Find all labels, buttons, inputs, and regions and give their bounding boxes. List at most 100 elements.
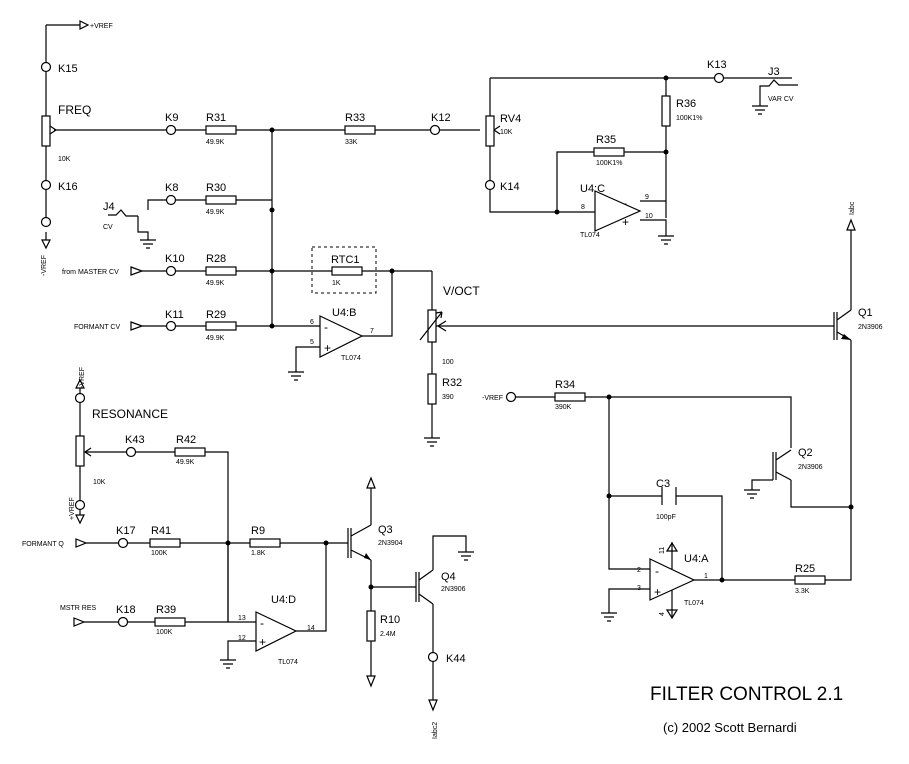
u4b-minus: -: [324, 320, 328, 334]
r34-ref: R34: [555, 379, 575, 391]
k8-label: K8: [165, 182, 178, 194]
master-cv-label: from MASTER CV: [62, 269, 119, 276]
k13-label: K13: [707, 59, 727, 71]
r31-ref: R31: [206, 112, 226, 124]
q1-part: 2N3906: [858, 324, 883, 331]
k18-label: K18: [116, 604, 136, 616]
k15-label: K15: [58, 63, 78, 75]
u4d-pin-out: 14: [307, 625, 315, 632]
q4-part: 2N3906: [441, 586, 466, 593]
r36-ref: R36: [676, 98, 696, 110]
res-val: 10K: [93, 479, 106, 486]
r10-val: 2.4M: [380, 631, 396, 638]
r25-ref: R25: [795, 563, 815, 575]
r30-ref: R30: [206, 182, 226, 194]
r33-val: 33K: [345, 139, 358, 146]
r35-ref: R35: [596, 134, 616, 146]
labels: +VREF K15 FREQ 10K K16 -VREF K9 R31 49.9…: [22, 23, 883, 739]
r34-val: 390K: [555, 404, 572, 411]
capacitor-c3-symbol: [661, 487, 677, 505]
r28-val: 49.9K: [206, 280, 225, 287]
u4a-pin-inv: 2: [637, 567, 641, 574]
u4d-pin-non: 12: [238, 635, 246, 642]
u4a-pin-non: 3: [637, 585, 641, 592]
u4b-part: TL074: [341, 355, 361, 362]
q3-part: 2N3904: [378, 540, 403, 547]
u4b-pin-inv: 6: [310, 319, 314, 326]
u4d-part: TL074: [278, 659, 298, 666]
formant-cv-label: FORMANT CV: [74, 324, 120, 331]
r32-val: 390: [442, 394, 454, 401]
opamp-symbols: [255, 190, 696, 652]
rtc1-val: 1K: [332, 280, 341, 287]
j4-label: J4: [103, 201, 115, 213]
u4b-ref: U4:B: [332, 307, 356, 319]
copyright-notice: (c) 2002 Scott Bernardi: [663, 720, 797, 735]
j3-label: J3: [768, 66, 780, 78]
rv4-val: 10K: [500, 129, 513, 136]
r31-val: 49.9K: [206, 139, 225, 146]
r42-val: 49.9K: [176, 459, 195, 466]
u4c-pin-out: 8: [581, 204, 585, 211]
u4b-pin-out: 7: [370, 328, 374, 335]
rv4-ref: RV4: [500, 113, 521, 125]
resonance-label: RESONANCE: [92, 407, 168, 421]
k17-label: K17: [116, 525, 136, 537]
iabc2-output-label: Iabc2: [432, 722, 439, 739]
u4a-pin-vp: 11: [659, 547, 666, 554]
k10-label: K10: [165, 253, 185, 265]
r34-neg-supply: -VREF: [482, 395, 503, 402]
r28-ref: R28: [206, 253, 226, 265]
u4c-plus: +: [622, 215, 629, 229]
supply-neg-label: -VREF: [41, 255, 48, 276]
u4d-plus: +: [259, 635, 266, 649]
r10-ref: R10: [380, 614, 400, 626]
q2-part: 2N3906: [798, 464, 823, 471]
var-cv-label: VAR CV: [768, 96, 794, 103]
u4c-minus: -: [623, 196, 627, 210]
r9-val: 1.8K: [251, 550, 266, 557]
terminal-arrows: [41, 20, 856, 712]
r30-val: 49.9K: [206, 209, 225, 216]
junctions: [225, 75, 854, 590]
u4a-ref: U4:A: [684, 553, 709, 565]
r42-ref: R42: [176, 434, 196, 446]
wires: [45, 24, 852, 700]
u4d-minus: -: [260, 616, 264, 630]
supply-pos-label: +VREF: [90, 23, 113, 30]
r39-ref: R39: [156, 604, 176, 616]
q1-ref: Q1: [858, 307, 873, 319]
k11-label: K11: [165, 309, 184, 321]
r41-ref: R41: [151, 525, 171, 537]
u4d-pin-inv: 13: [238, 615, 246, 622]
c3-ref: C3: [656, 478, 670, 490]
u4a-minus: -: [655, 564, 659, 578]
u4a-plus: +: [654, 585, 661, 599]
connectors: [40, 61, 725, 663]
voct-val: 100: [442, 359, 454, 366]
r9-ref: R9: [251, 525, 265, 537]
k16-label: K16: [58, 181, 78, 193]
r41-val: 100K: [151, 550, 168, 557]
voct-label: V/OCT: [443, 284, 480, 298]
k43-label: K43: [125, 434, 145, 446]
formant-q-label: FORMANT Q: [22, 541, 64, 548]
k9-label: K9: [165, 112, 178, 124]
k14-label: K14: [500, 181, 520, 193]
ground-symbols: [140, 105, 768, 669]
u4c-pin-inv: 9: [645, 194, 649, 201]
res-pos-supply: +VREF: [69, 497, 76, 520]
r29-ref: R29: [206, 309, 226, 321]
cv-input-label: CV: [103, 224, 113, 231]
q2-ref: Q2: [798, 447, 813, 459]
r35-val: 100K1%: [596, 160, 622, 167]
q4-ref: Q4: [441, 571, 456, 583]
freq-label: FREQ: [58, 103, 91, 117]
resistor-bodies: [41, 95, 826, 642]
r33-ref: R33: [345, 112, 365, 124]
freq-val: 10K: [58, 156, 71, 163]
u4a-pin-out: 1: [704, 573, 708, 580]
u4a-pin-vn: 4: [659, 612, 666, 616]
